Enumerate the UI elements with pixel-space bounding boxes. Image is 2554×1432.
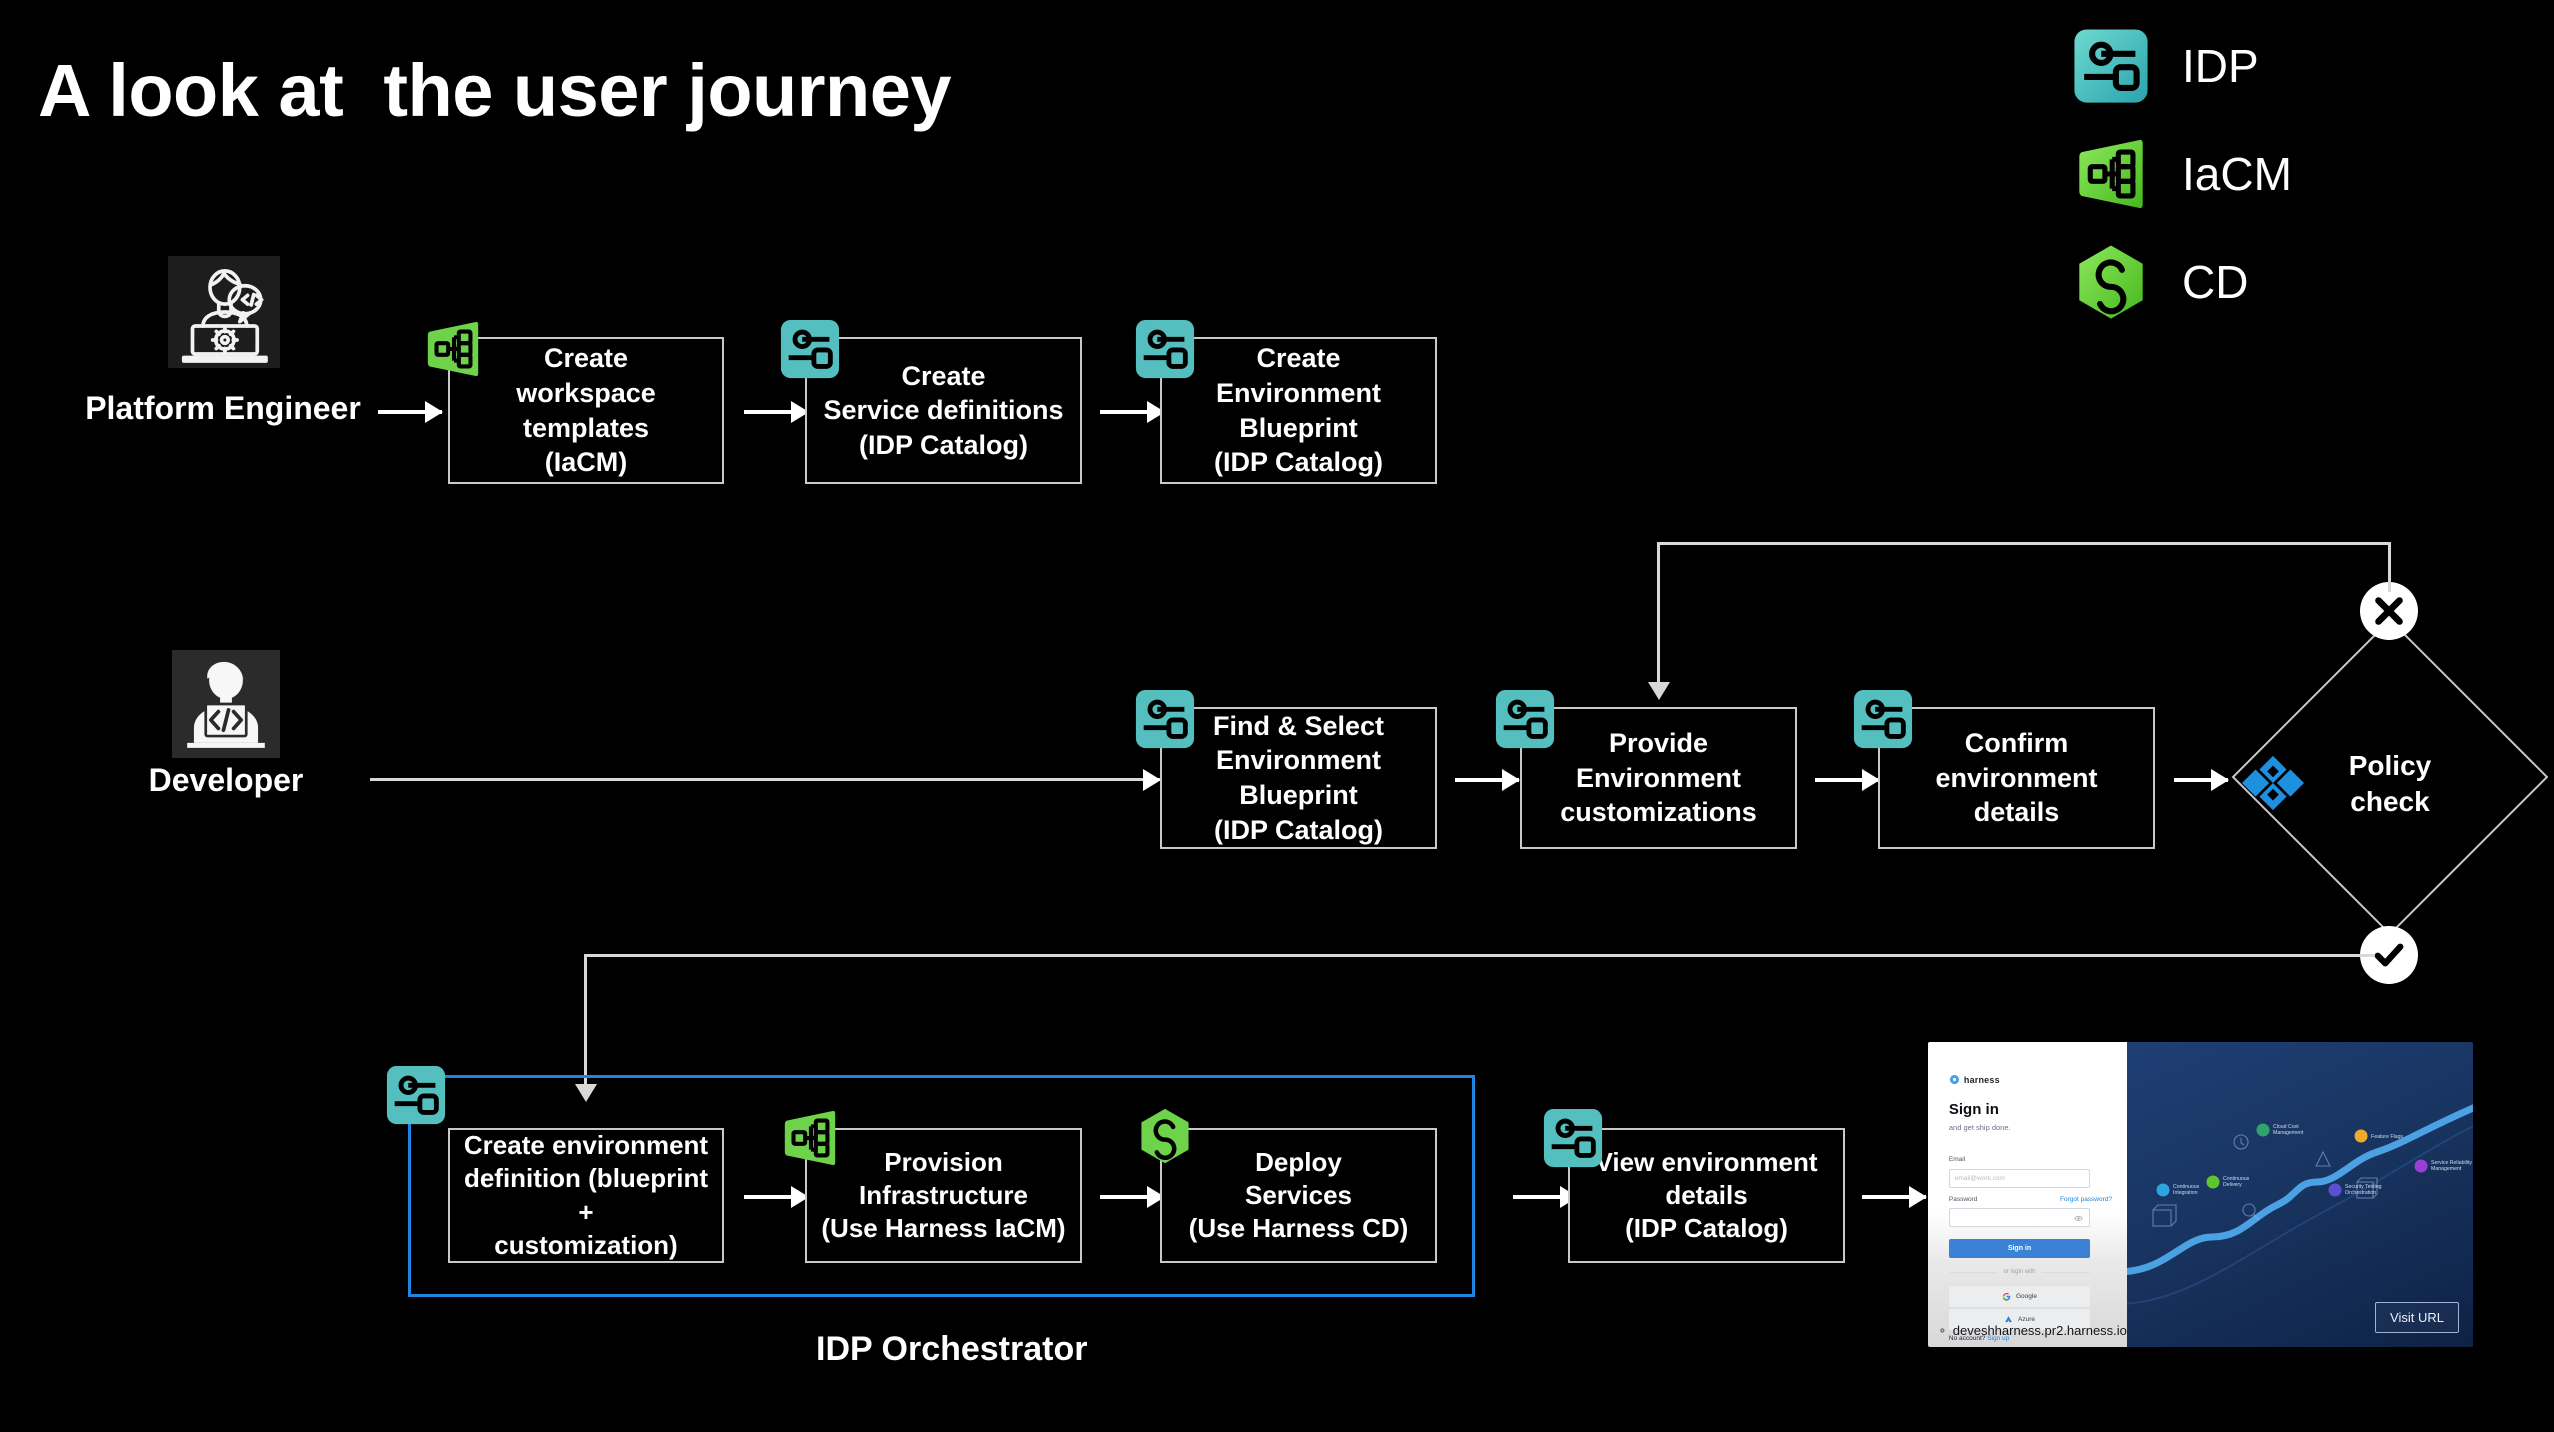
cd-icon xyxy=(1136,1107,1194,1170)
developer-avatar-icon xyxy=(172,650,280,758)
pass-path-segment-down-arrow xyxy=(584,954,587,1086)
password-label: Password xyxy=(1948,1196,1978,1204)
harness-logo: harness xyxy=(1949,1074,2000,1085)
legend-label-idp: IDP xyxy=(2182,40,2259,92)
globe-icon xyxy=(1940,1327,1945,1333)
legend-label-iacm: IaCM xyxy=(2182,148,2292,200)
idp-icon xyxy=(1134,688,1196,755)
url-text: deveshharness.pr2.harness.io xyxy=(1952,1322,2127,1338)
node-confirm-environment-details[interactable]: Confirm environment details xyxy=(1878,707,2155,849)
arrow-view-details-to-screenshot xyxy=(1862,1195,1926,1199)
eye-icon[interactable] xyxy=(2074,1214,2083,1223)
policy-check-label: Policy check xyxy=(2348,750,2432,818)
url-bar: deveshharness.pr2.harness.io xyxy=(1928,1313,2127,1347)
signin-subheading: and get ship done. xyxy=(1948,1122,2011,1132)
idp-icon xyxy=(1852,688,1914,755)
platform-engineer-avatar-icon xyxy=(168,256,280,368)
idp-orchestrator-container xyxy=(408,1075,1475,1297)
svg-text:Orchestration: Orchestration xyxy=(2345,1190,2376,1196)
arrow-orch2-to-orch3 xyxy=(1100,1195,1164,1199)
policy-check-icon xyxy=(2242,752,2304,819)
pass-path-segment-left xyxy=(584,954,2374,957)
legend-item-cd: CD xyxy=(2072,228,2532,336)
svg-text:Continuous: Continuous xyxy=(2173,1184,2200,1190)
idp-icon xyxy=(385,1064,447,1131)
harness-wordmark: harness xyxy=(1963,1074,2000,1085)
node-find-select-environment-blueprint[interactable]: Find & Select Environment Blueprint (IDP… xyxy=(1160,707,1437,849)
legend-item-idp: IDP xyxy=(2072,12,2532,120)
svg-text:Service Reliability: Service Reliability xyxy=(2431,1160,2472,1166)
email-placeholder: email@work.com xyxy=(1954,1174,2005,1182)
svg-text:Integration: Integration xyxy=(2173,1190,2198,1196)
azure-signin-button[interactable]: Azure xyxy=(1948,1308,2091,1330)
arrow-step1-to-step2 xyxy=(744,410,808,414)
or-divider: or login with xyxy=(1949,1269,2090,1275)
arrow-confirm-to-policy xyxy=(2174,778,2228,782)
azure-icon xyxy=(2005,1316,2012,1322)
signin-heading: Sign in xyxy=(1948,1101,1999,1119)
arrow-provide-to-confirm xyxy=(1815,778,1879,782)
node-create-environment-definition[interactable]: Create environment definition (blueprint… xyxy=(448,1128,724,1263)
harness-signin-screenshot[interactable]: harness Sign in and get ship done. Email… xyxy=(1928,1042,2473,1347)
idp-icon xyxy=(2072,27,2150,105)
no-account-text: No account? Sign up xyxy=(1949,1335,2009,1342)
node-provision-infrastructure[interactable]: Provision Infrastructure (Use Harness Ia… xyxy=(805,1128,1082,1263)
arrow-orch3-to-view-details xyxy=(1513,1195,1577,1199)
svg-text:Management: Management xyxy=(2273,1130,2304,1136)
google-signin-button[interactable]: Google xyxy=(1948,1286,2091,1307)
idp-icon xyxy=(1134,318,1196,385)
arrow-orch1-to-orch2 xyxy=(744,1195,808,1199)
iacm-icon xyxy=(422,318,484,385)
fail-path-segment-up xyxy=(2388,542,2391,592)
node-create-environment-blueprint[interactable]: Create Environment Blueprint (IDP Catalo… xyxy=(1160,337,1437,484)
signup-link[interactable]: Sign up xyxy=(1987,1334,2010,1342)
iacm-icon xyxy=(779,1107,841,1174)
svg-text:Cloud Cost: Cloud Cost xyxy=(2273,1124,2299,1130)
no-account-prefix: No account? xyxy=(1948,1334,1988,1342)
platform-engineer-label: Platform Engineer xyxy=(85,390,361,426)
forgot-password-link[interactable]: Forgot password? xyxy=(2059,1196,2113,1204)
harness-mark-icon xyxy=(1949,1074,1959,1085)
legend-label-cd: CD xyxy=(2182,256,2249,308)
legend: IDP IaCM xyxy=(2072,12,2532,336)
node-deploy-services[interactable]: Deploy Services (Use Harness CD) xyxy=(1160,1128,1437,1263)
iacm-icon xyxy=(2072,135,2150,213)
google-icon xyxy=(2002,1292,2011,1301)
password-field[interactable] xyxy=(1948,1208,2091,1228)
cd-icon xyxy=(2072,243,2150,321)
email-field[interactable]: email@work.com xyxy=(1948,1168,2091,1188)
legend-item-iacm: IaCM xyxy=(2072,120,2532,228)
arrow-find-to-provide xyxy=(1455,778,1519,782)
signin-button[interactable]: Sign in xyxy=(1948,1238,2091,1258)
node-view-environment-details[interactable]: View environment details (IDP Catalog) xyxy=(1568,1128,1845,1263)
developer-label: Developer xyxy=(148,762,304,798)
idp-orchestrator-label: IDP Orchestrator xyxy=(816,1330,1088,1368)
email-label: Email xyxy=(1948,1156,1966,1164)
page-title: A look at the user journey xyxy=(38,49,952,132)
fail-path-segment-down-arrow xyxy=(1657,542,1660,684)
pass-check-icon xyxy=(2360,926,2418,984)
idp-icon xyxy=(779,318,841,385)
azure-label: Azure xyxy=(2018,1315,2035,1323)
fail-path-segment-left xyxy=(1657,542,2391,545)
node-provide-environment-customizations[interactable]: Provide Environment customizations xyxy=(1520,707,1797,849)
svg-text:Continuous: Continuous xyxy=(2223,1176,2250,1182)
arrow-step2-to-step3 xyxy=(1100,410,1164,414)
idp-icon xyxy=(1542,1107,1604,1174)
arrow-pe-to-step1 xyxy=(378,410,442,414)
node-create-service-definitions[interactable]: Create Service definitions (IDP Catalog) xyxy=(805,337,1082,484)
svg-text:Security Testing: Security Testing xyxy=(2345,1184,2382,1190)
node-create-workspace-templates[interactable]: Create workspace templates (IaCM) xyxy=(448,337,724,484)
google-label: Google xyxy=(2016,1293,2037,1300)
signin-panel: harness Sign in and get ship done. Email… xyxy=(1928,1042,2127,1347)
svg-text:Management: Management xyxy=(2431,1166,2462,1172)
svg-text:Delivery: Delivery xyxy=(2223,1182,2242,1188)
arrow-developer-to-find-select xyxy=(370,778,1160,781)
visit-url-button[interactable]: Visit URL xyxy=(2375,1302,2459,1333)
svg-text:Feature Flags: Feature Flags xyxy=(2371,1134,2403,1140)
idp-icon xyxy=(1494,688,1556,755)
